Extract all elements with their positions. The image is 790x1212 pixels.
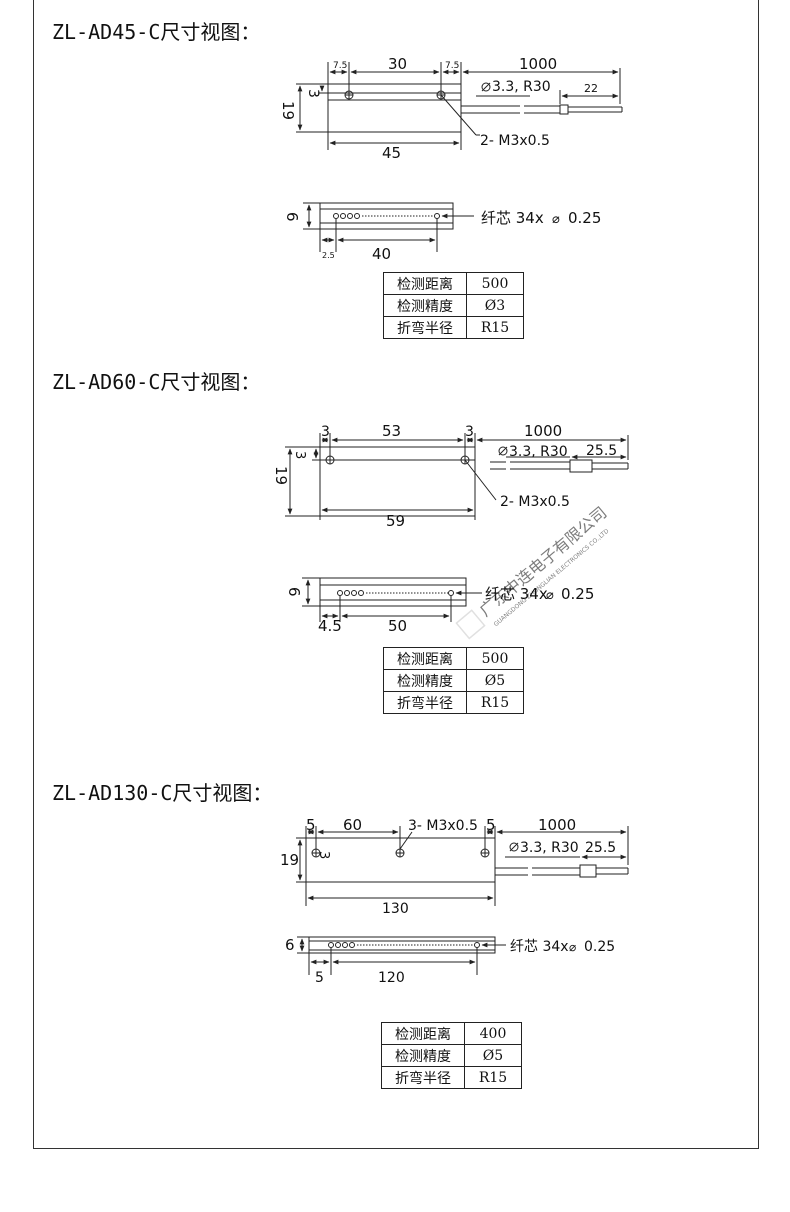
cable-spec: 3.3, R30	[520, 840, 579, 856]
dim-label: 6	[285, 936, 295, 954]
dim-label: 7.5	[445, 61, 459, 71]
dim-label: 22	[584, 82, 598, 95]
dim-label: 5	[486, 816, 496, 834]
dim-label: 3	[321, 424, 330, 440]
spec-value: 500	[466, 647, 524, 670]
dim-label: 1000	[538, 816, 576, 834]
spec-value: Ø5	[464, 1044, 522, 1067]
diameter-icon: ⌀	[546, 588, 554, 603]
side-view-ad60	[302, 577, 482, 622]
dim-label: 1000	[524, 422, 562, 440]
spec-label: 检测距离	[383, 647, 467, 670]
screw-label: 2- M3x0.5	[480, 133, 550, 149]
side-view-ad130	[297, 936, 506, 975]
dim-label: 3	[305, 89, 321, 98]
spec-label: 检测距离	[383, 272, 467, 295]
spec-value: R15	[466, 316, 524, 339]
fiber-diameter: 0.25	[568, 209, 601, 227]
dim-label: 7.5	[333, 61, 347, 71]
dim-label: 4.5	[318, 617, 342, 635]
dim-label: 6	[285, 587, 303, 597]
spec-value: R15	[466, 691, 524, 714]
dim-label: 53	[382, 422, 401, 440]
dim-label: 3	[465, 424, 474, 440]
dim-label: 5	[306, 816, 316, 834]
dim-label: 30	[388, 55, 407, 73]
top-view-ad45	[296, 62, 623, 150]
fiber-diameter: 0.25	[561, 585, 594, 603]
dim-label: 3	[316, 851, 331, 859]
drawing-frame	[33, 0, 759, 1149]
model-title: ZL-AD60-C尺寸视图：	[52, 370, 261, 394]
model-title: ZL-AD45-C尺寸视图：	[52, 20, 261, 44]
spec-label: 折弯半径	[383, 316, 467, 339]
spec-value: Ø3	[466, 294, 524, 317]
dim-label: 1000	[519, 55, 557, 73]
company-watermark: 广东中连电子有限公司 GUANGDONG ZHONGLIAN ELECTRONI…	[455, 503, 611, 640]
top-view-ad60	[285, 433, 629, 520]
diameter-icon: ⌀	[569, 940, 576, 954]
spec-value: 400	[464, 1022, 522, 1045]
model-title: ZL-AD130-C尺寸视图：	[52, 781, 273, 805]
sensor-body	[327, 83, 462, 133]
top-view-ad130	[296, 826, 629, 906]
fiber-label: 纤芯 34x	[485, 585, 548, 603]
dim-label: 19	[280, 851, 299, 869]
spec-label: 检测距离	[381, 1022, 465, 1045]
fiber-label: 纤芯 34x	[510, 939, 569, 955]
spec-label: 检测精度	[381, 1044, 465, 1067]
spec-label: 检测精度	[383, 669, 467, 692]
screw-label: 3- M3x0.5	[408, 818, 478, 834]
dim-label: 2.5	[322, 251, 335, 260]
dim-label: 59	[386, 512, 405, 530]
dim-label: 130	[382, 901, 409, 917]
dim-label: 25.5	[586, 443, 617, 459]
diameter-symbols	[481, 82, 519, 852]
spec-value: 500	[466, 272, 524, 295]
dim-label: 19	[279, 101, 297, 120]
diameter-icon: ⌀	[552, 212, 560, 227]
spec-label: 折弯半径	[383, 691, 467, 714]
side-view-ad45	[303, 202, 474, 252]
dim-label: 40	[372, 245, 391, 263]
cable-spec: 3.3, R30	[492, 79, 551, 95]
spec-value: R15	[464, 1066, 522, 1089]
dim-label: 45	[382, 144, 401, 162]
sensor-body	[319, 446, 476, 517]
spec-label: 检测精度	[383, 294, 467, 317]
dim-label: 60	[343, 816, 362, 834]
dim-label: 120	[378, 970, 405, 986]
spec-value: Ø5	[466, 669, 524, 692]
dim-label: 25.5	[585, 840, 616, 856]
cable-spec: 3.3, R30	[509, 444, 568, 460]
dim-label: 5	[315, 970, 324, 986]
dim-label: 50	[388, 617, 407, 635]
fiber-diameter: 0.25	[584, 939, 615, 955]
dim-label: 3	[292, 451, 307, 459]
fiber-label: 纤芯 34x	[481, 209, 544, 227]
screw-label: 2- M3x0.5	[500, 494, 570, 510]
spec-label: 折弯半径	[381, 1066, 465, 1089]
dim-label: 19	[272, 466, 290, 485]
dim-label: 6	[283, 212, 301, 222]
